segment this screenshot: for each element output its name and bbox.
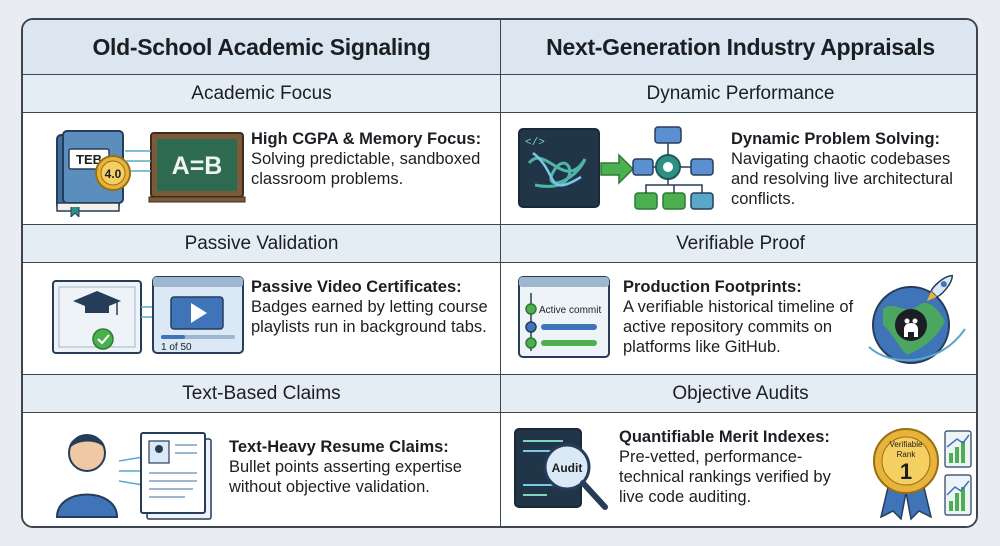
card-title: Quantifiable Merit Indexes: <box>619 428 830 446</box>
card-body: Navigating chaotic codebases and resolvi… <box>731 150 953 208</box>
section-header-verifiable-proof: Verifiable Proof <box>501 225 976 263</box>
card-body: Badges earned by letting course playlist… <box>251 298 488 336</box>
text-based-claims-row: Text-Heavy Resume Claims: Bullet points … <box>23 413 501 526</box>
card-title: Dynamic Problem Solving: <box>731 130 941 148</box>
card-body: Pre-vetted, performance-technical rankin… <box>619 448 831 506</box>
section-title: Academic Focus <box>191 82 332 104</box>
left-column-title: Old-School Academic Signaling <box>92 33 431 60</box>
github-globe-rocket-icon <box>868 274 966 364</box>
section-header-dynamic-performance: Dynamic Performance <box>501 75 976 113</box>
card-title: Text-Heavy Resume Claims: <box>229 438 449 456</box>
audit-magnifier-icon: Audit <box>514 428 608 510</box>
chalkboard-text: A=B <box>172 152 223 180</box>
card-title: Production Footprints: <box>623 278 802 296</box>
verifiable-proof-text: Production Footprints: A verifiable hist… <box>623 277 868 357</box>
code-network-icon: </> <box>518 126 714 210</box>
medal-top-text: Verifiable <box>890 440 923 449</box>
left-column-header: Old-School Academic Signaling <box>23 20 501 75</box>
code-tag: </> <box>525 137 545 149</box>
commit-timeline-icon: Active commit <box>518 276 610 358</box>
card-title: Passive Video Certificates: <box>251 278 462 296</box>
academic-focus-row: TEB 4.0 A=B High CGPA & Memory Focus: So… <box>23 113 501 225</box>
comparison-board: Old-School Academic Signaling Next-Gener… <box>21 18 978 528</box>
section-title: Text-Based Claims <box>182 382 341 404</box>
card-body: A verifiable historical timeline of acti… <box>623 298 854 356</box>
text-based-claims-text: Text-Heavy Resume Claims: Bullet points … <box>229 437 495 497</box>
card-body: Solving predictable, sandboxed classroom… <box>251 150 481 188</box>
medal-and-charts-icon: Verifiable Rank 1 <box>873 428 972 521</box>
academic-focus-text: High CGPA & Memory Focus: Solving predic… <box>251 129 499 189</box>
person-and-resume-icon <box>55 432 212 520</box>
right-column-header: Next-Generation Industry Appraisals <box>501 20 976 75</box>
objective-audits-row: Audit Quantifiable Merit Indexes: Pre-ve… <box>501 413 976 526</box>
dynamic-performance-row: </> Dynamic Problem Solving: Navigating … <box>501 113 976 225</box>
medal-mid-text: Rank <box>897 450 917 459</box>
objective-audits-text: Quantifiable Merit Indexes: Pre-vetted, … <box>619 427 859 507</box>
grade-badge: 4.0 <box>105 167 122 181</box>
verifiable-proof-row: Active commit Production Footprints: A v… <box>501 263 976 375</box>
dynamic-performance-text: Dynamic Problem Solving: Navigating chao… <box>731 129 976 209</box>
section-title: Objective Audits <box>672 382 809 404</box>
book-and-chalkboard-icon: TEB 4.0 A=B <box>56 130 246 217</box>
card-title: High CGPA & Memory Focus: <box>251 130 482 148</box>
book-label: TEB <box>76 152 102 167</box>
section-header-text-based-claims: Text-Based Claims <box>23 375 501 413</box>
section-title: Passive Validation <box>184 232 339 254</box>
card-body: Bullet points asserting expertise withou… <box>229 458 462 496</box>
passive-validation-text: Passive Video Certificates: Badges earne… <box>251 277 499 337</box>
section-header-passive-validation: Passive Validation <box>23 225 501 263</box>
section-title: Verifiable Proof <box>676 232 805 254</box>
video-counter: 1 of 50 <box>161 342 192 353</box>
certificate-and-video-icon: 1 of 50 <box>52 276 244 354</box>
commit-label: Active commit <box>539 305 601 316</box>
right-column-title: Next-Generation Industry Appraisals <box>546 33 935 60</box>
medal-number: 1 <box>900 459 912 484</box>
passive-validation-row: 1 of 50 Passive Video Certificates: Badg… <box>23 263 501 375</box>
section-title: Dynamic Performance <box>646 82 835 104</box>
section-header-objective-audits: Objective Audits <box>501 375 976 413</box>
section-header-academic-focus: Academic Focus <box>23 75 501 113</box>
audit-label: Audit <box>552 461 583 475</box>
